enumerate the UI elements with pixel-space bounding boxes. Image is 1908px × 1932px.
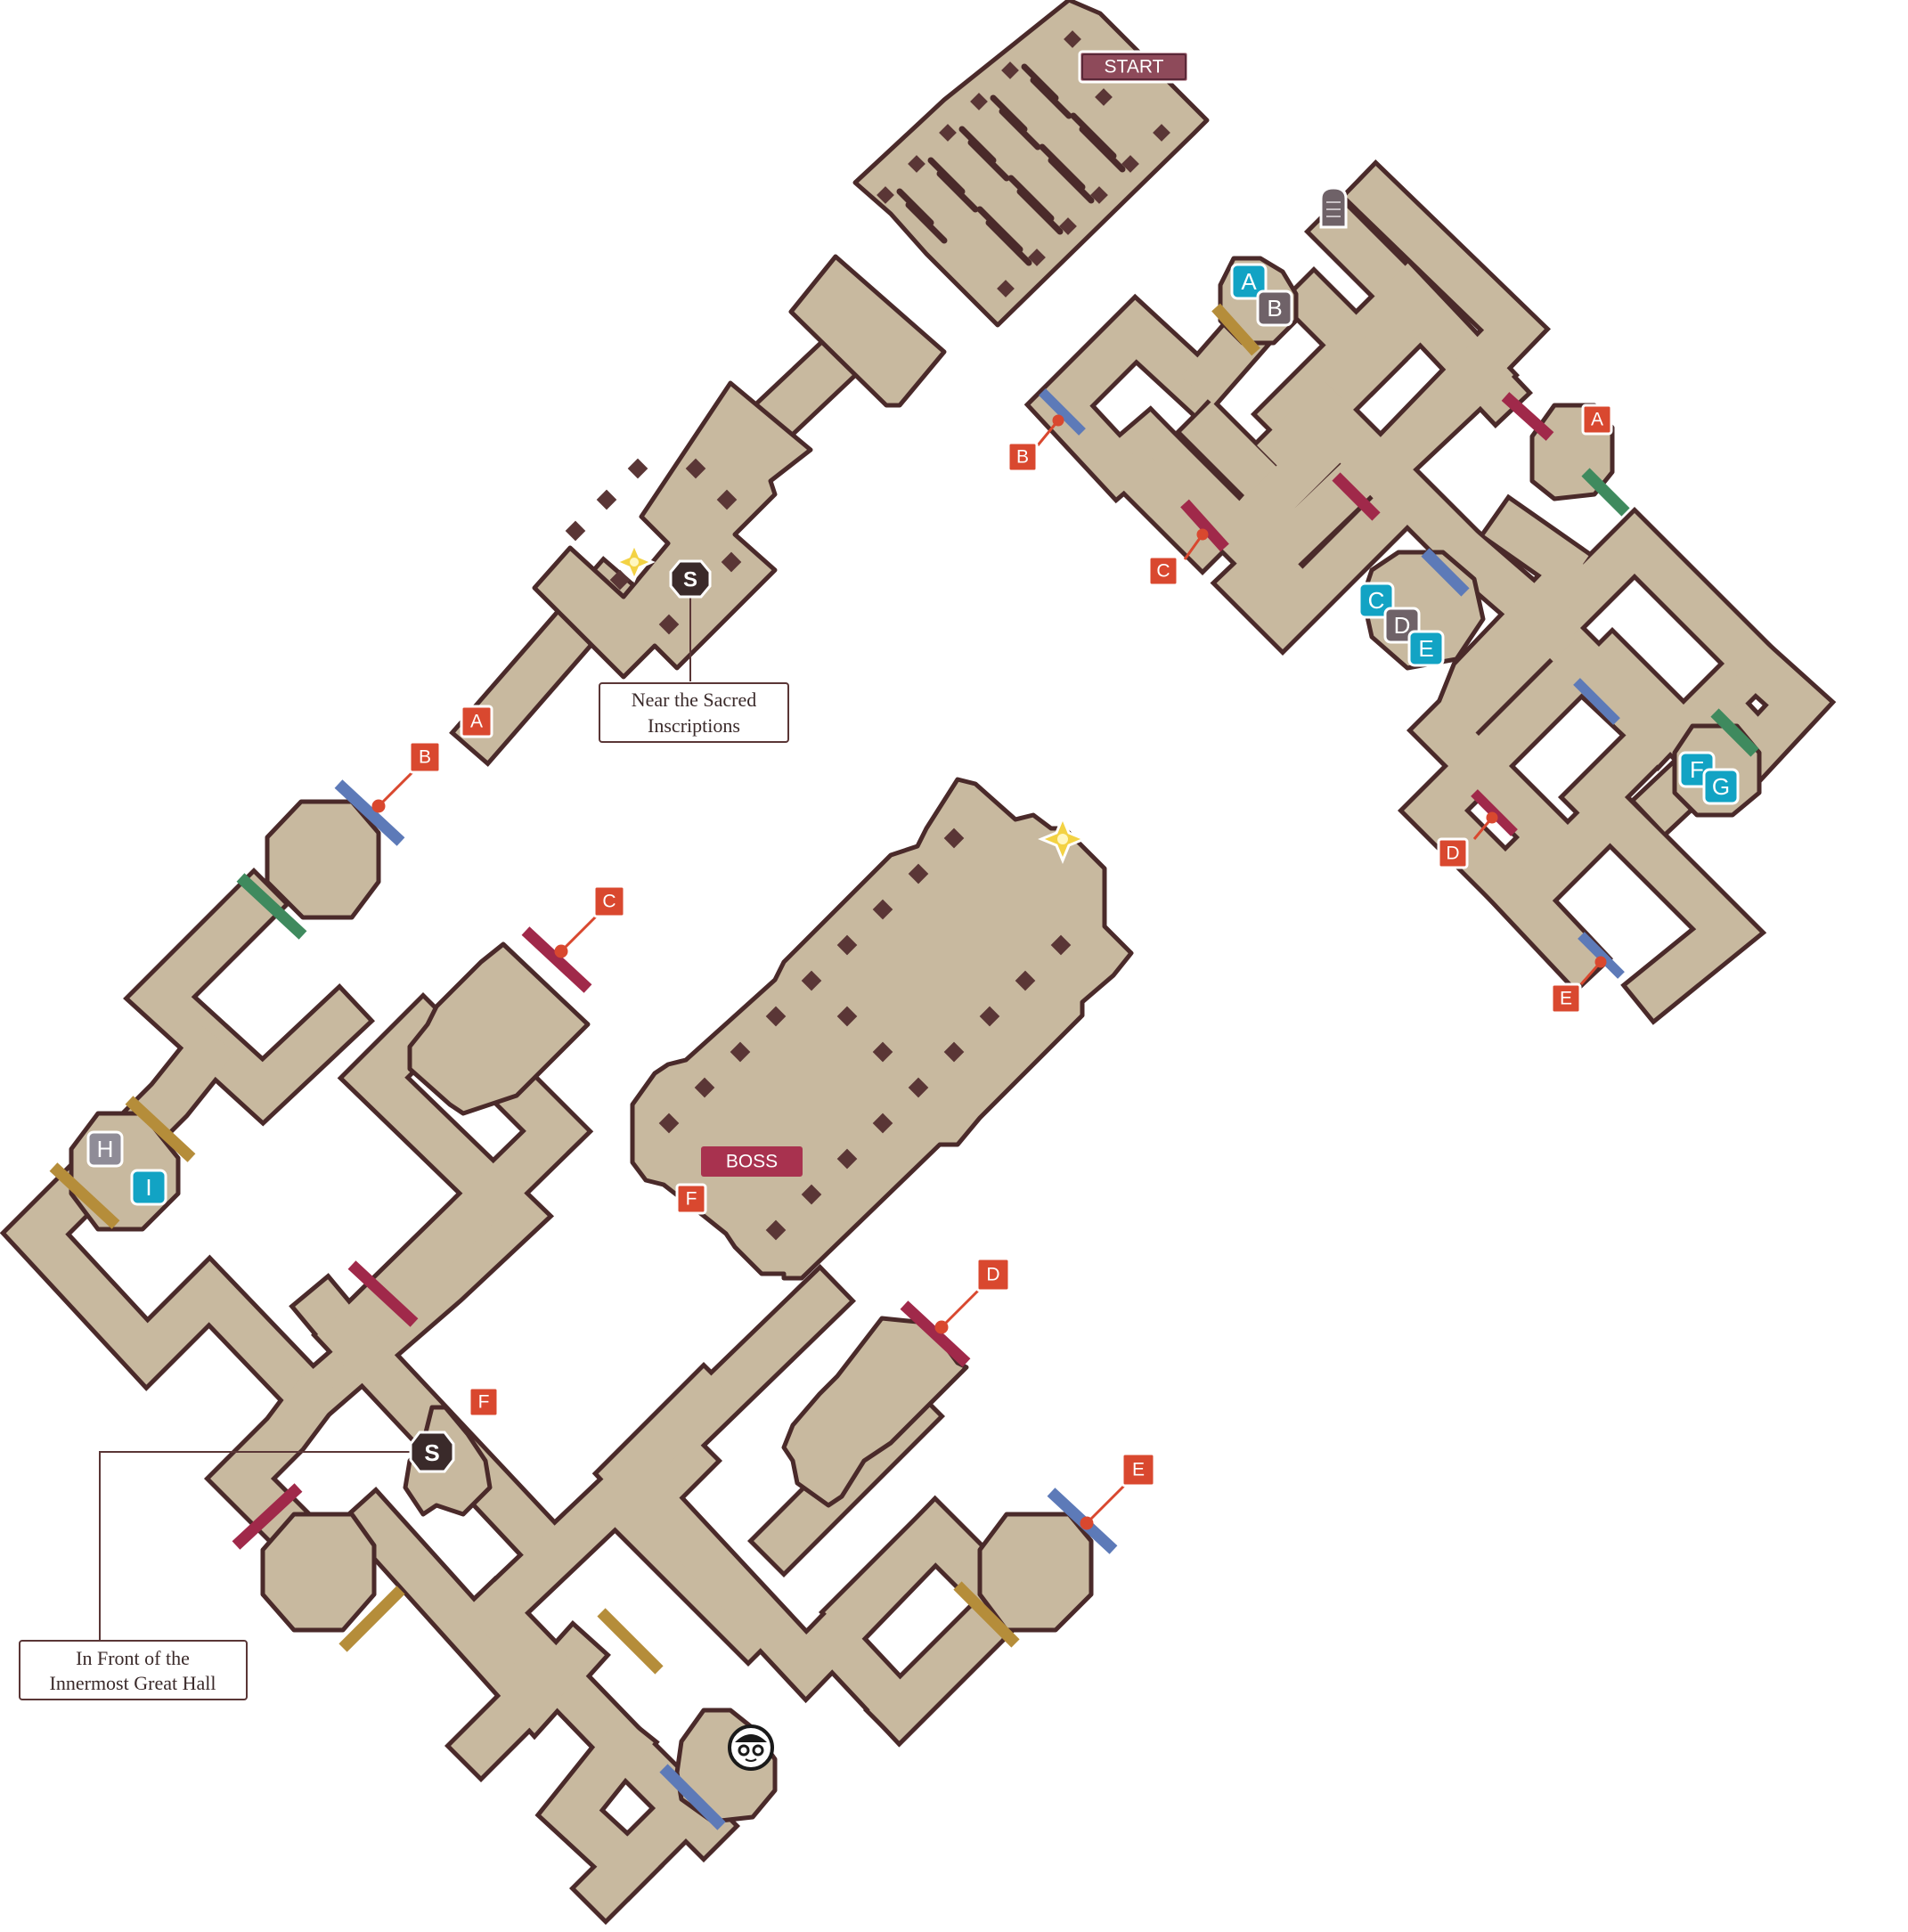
east-markers: A B C D E <box>1007 404 1613 1015</box>
sw-room <box>260 1512 377 1633</box>
svg-text:B: B <box>419 747 431 768</box>
marker-east-a: A <box>1581 404 1613 436</box>
chest-c: C <box>1358 582 1395 619</box>
boss-text: BOSS <box>726 1152 778 1172</box>
svg-text:Near the Sacred: Near the Sacred <box>632 689 756 711</box>
marker-west-b: B <box>408 740 442 774</box>
chest-keys: A B C D E F G H <box>86 263 1740 1206</box>
svg-text:G: G <box>1712 773 1730 800</box>
sparkle-icon <box>1038 814 1088 864</box>
start-label: START <box>1078 50 1190 84</box>
svg-text:C: C <box>1368 587 1385 614</box>
chest-b: B <box>1256 289 1293 327</box>
marker-west-e: E <box>1121 1452 1156 1488</box>
marker-east-c: C <box>1147 555 1179 587</box>
marker-west-f-room: F <box>468 1386 500 1418</box>
svg-text:F: F <box>686 1189 697 1210</box>
chest-i: I <box>130 1169 167 1206</box>
svg-text:S: S <box>424 1439 439 1466</box>
marker-west-c: C <box>592 884 626 918</box>
west-markers: A B C D E F F <box>408 705 1156 1488</box>
npc-face-icon <box>728 1724 774 1771</box>
caption-innermost-great-hall: In Front of the Innermost Great Hall <box>19 1640 248 1700</box>
svg-text:A: A <box>470 712 483 732</box>
marker-west-d: D <box>975 1257 1011 1292</box>
marker-west-f-boss: F <box>675 1183 707 1215</box>
west-room-b <box>265 799 381 920</box>
chest-h: H <box>86 1130 124 1168</box>
corridors <box>0 159 1837 1926</box>
caption-sacred-inscriptions: Near the Sacred Inscriptions <box>599 682 789 743</box>
pillars <box>565 30 1170 1241</box>
svg-text:C: C <box>602 892 616 912</box>
svg-text:B: B <box>1267 295 1282 322</box>
marker-east-d: D <box>1437 837 1469 869</box>
svg-text:A: A <box>1241 268 1257 295</box>
svg-text:E: E <box>1132 1460 1145 1480</box>
chest-a: A <box>1230 263 1268 300</box>
svg-text:D: D <box>986 1265 999 1285</box>
west-room-c <box>407 942 591 1116</box>
svg-text:F: F <box>478 1392 490 1413</box>
pews <box>896 63 1126 266</box>
svg-text:E: E <box>1418 635 1433 662</box>
marker-east-b: B <box>1007 441 1039 473</box>
caption-leaders <box>99 583 691 1641</box>
save-point-icon: S <box>669 559 712 599</box>
south-room-e <box>977 1512 1094 1633</box>
svg-text:D: D <box>1446 844 1459 864</box>
chest-e: E <box>1407 630 1445 667</box>
svg-text:A: A <box>1591 410 1603 430</box>
svg-text:E: E <box>1560 989 1572 1009</box>
svg-text:In Front of the: In Front of the <box>76 1647 190 1669</box>
svg-text:Inscriptions: Inscriptions <box>648 714 740 737</box>
svg-text:F: F <box>1690 756 1704 783</box>
chest-g: G <box>1702 768 1740 805</box>
doors <box>49 303 1759 1830</box>
marker-west-a: A <box>460 705 493 738</box>
gravestone-icon <box>1319 186 1348 229</box>
svg-text:I: I <box>145 1174 151 1201</box>
save-point-icon: S <box>409 1431 455 1473</box>
svg-text:D: D <box>1394 612 1411 639</box>
start-text: START <box>1105 57 1164 77</box>
marker-east-e: E <box>1550 982 1582 1015</box>
svg-text:S: S <box>683 568 697 592</box>
svg-text:B: B <box>1016 447 1029 468</box>
boss-hall <box>630 777 1134 1281</box>
sparkle-icon <box>613 541 656 583</box>
svg-text:C: C <box>1156 561 1170 582</box>
start-hall <box>852 0 1210 328</box>
svg-text:H: H <box>97 1136 114 1162</box>
boss-label: BOSS <box>701 1146 803 1177</box>
vestibule-room <box>788 254 947 408</box>
svg-text:Innermost Great Hall: Innermost Great Hall <box>50 1672 216 1694</box>
marker-leaders <box>371 414 1607 1530</box>
